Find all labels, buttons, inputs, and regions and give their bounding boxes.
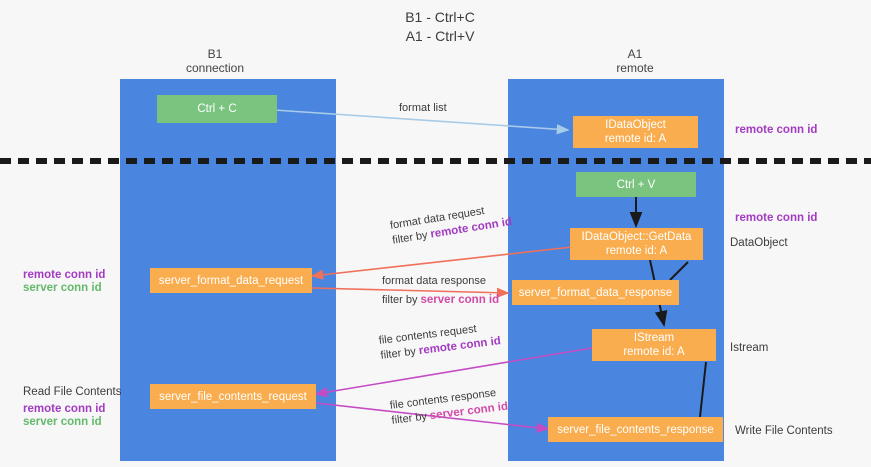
node-server-format-data-request[interactable]: server_format_data_request [150,268,312,293]
node-ctrl-v[interactable]: Ctrl + V [576,172,696,197]
annotation-left-read-file-contents: Read File Contents [23,386,122,398]
edge-file-contents-response-filter-prefix: filter by [390,410,431,427]
node-getdata-line1: IDataObject::GetData [581,231,692,243]
lane-header-b1: B1 connection [145,47,285,75]
edge-file-contents-request-filter-prefix: filter by [379,345,420,362]
annotation-left-mid-server-conn-id: server conn id [23,282,102,294]
node-istream-line1: IStream [633,332,675,344]
lane-b1-name: B1 [207,47,223,61]
annotation-right-dataobject: DataObject [730,237,788,249]
annotation-right-istream: Istream [730,342,769,354]
node-idataobject[interactable]: IDataObject remote id: A [573,116,698,148]
edge-format-list-text: format list [399,102,447,114]
edge-format-data-response-filter-key: server conn id [420,294,500,306]
title-line-1: B1 - Ctrl+C [405,9,475,25]
node-ctrl-c-label: Ctrl + C [197,103,237,115]
node-server-file-contents-response[interactable]: server_file_contents_response [548,417,723,442]
node-server-format-data-response-label: server_format_data_response [518,286,673,299]
node-ctrl-c[interactable]: Ctrl + C [157,95,277,123]
lane-a1-name: A1 [627,47,643,61]
annotation-left-bot-server-conn-id: server conn id [23,416,102,428]
node-idataobject-line2: remote id: A [604,133,667,145]
node-getdata[interactable]: IDataObject::GetData remote id: A [570,228,703,260]
edge-label-format-data-response: format data response filter by server co… [382,274,499,308]
edge-format-data-response-filter-prefix: filter by [382,294,421,306]
diagram-title: B1 - Ctrl+C A1 - Ctrl+V [335,8,545,46]
node-server-format-data-response[interactable]: server_format_data_response [512,280,679,305]
edge-label-file-contents-response: file contents response filter by server … [389,385,509,429]
node-server-file-contents-request-label: server_file_contents_request [159,390,307,403]
title-line-2: A1 - Ctrl+V [405,28,475,44]
annotation-right-mid-conn: remote conn id [735,212,818,224]
node-server-format-data-request-label: server_format_data_request [158,274,304,287]
edge-format-data-response-line1: format data response [382,275,486,287]
edge-label-file-contents-request: file contents request filter by remote c… [378,319,502,364]
annotation-left-bot-remote-conn-id: remote conn id [23,403,106,415]
node-getdata-line2: remote id: A [605,245,668,257]
lane-header-a1: A1 remote [565,47,705,75]
edge-label-format-list: format list [399,101,447,116]
annotation-left-mid-remote-conn-id: remote conn id [23,269,106,281]
annotation-right-top-conn: remote conn id [735,124,818,136]
node-ctrl-v-label: Ctrl + V [616,178,656,191]
node-idataobject-line1: IDataObject [605,119,666,131]
node-istream[interactable]: IStream remote id: A [592,329,716,361]
lane-b1-role: connection [185,61,245,75]
edge-label-format-data-request: format data request filter by remote con… [389,200,513,249]
node-istream-line2: remote id: A [623,346,685,358]
node-server-file-contents-request[interactable]: server_file_contents_request [150,384,316,409]
node-server-file-contents-response-label: server_file_contents_response [557,423,714,436]
lane-a1-role: remote [616,61,654,75]
annotation-right-write-file-contents: Write File Contents [735,425,833,437]
